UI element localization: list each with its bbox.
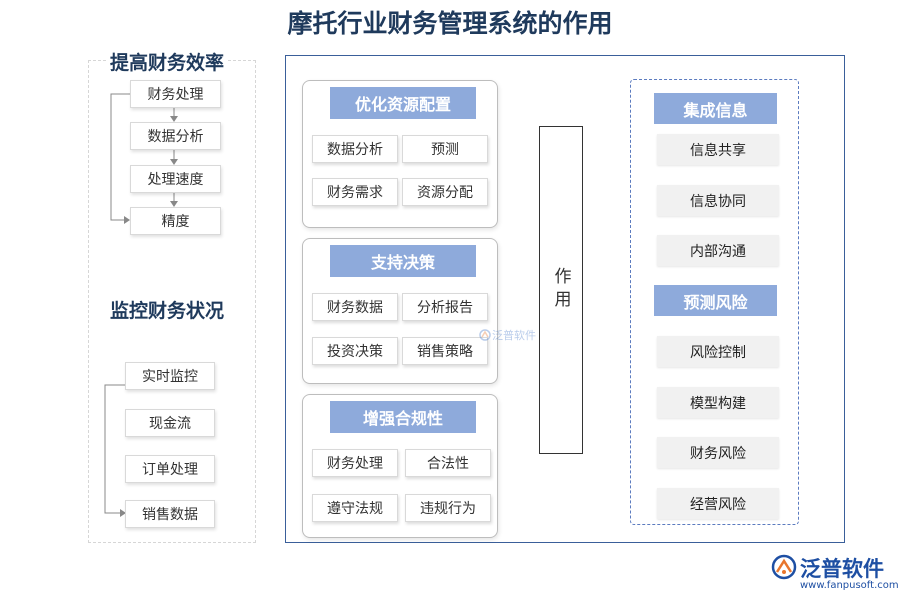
group-resource-cell: 预测 — [402, 135, 488, 163]
monitor-item-realtime: 实时监控 — [125, 362, 215, 390]
page-title: 摩托行业财务管理系统的作用 — [287, 9, 613, 38]
group-compliance-cell: 财务处理 — [312, 449, 398, 477]
group-resource-title: 优化资源配置 — [330, 87, 476, 119]
integration-title: 集成信息 — [654, 93, 777, 124]
group-decision-cell: 投资决策 — [312, 337, 398, 365]
efficiency-title: 提高财务效率 — [106, 48, 229, 75]
efficiency-item-processing: 财务处理 — [130, 80, 221, 108]
group-compliance-cell: 遵守法规 — [312, 494, 398, 522]
integration-item: 信息共享 — [657, 134, 779, 165]
group-decision-cell: 分析报告 — [402, 293, 488, 321]
group-resource-cell: 财务需求 — [312, 178, 398, 206]
group-decision-cell: 财务数据 — [312, 293, 398, 321]
risk-item: 经营风险 — [657, 488, 779, 519]
main-frame — [285, 55, 845, 543]
efficiency-item-analysis: 数据分析 — [130, 122, 221, 150]
group-compliance-title: 增强合规性 — [330, 401, 476, 433]
group-resource: 优化资源配置 数据分析 预测 财务需求 资源分配 — [302, 80, 498, 228]
brand-url: www.fanpusoft.com — [800, 580, 899, 591]
efficiency-item-speed: 处理速度 — [130, 165, 221, 193]
monitor-item-orders: 订单处理 — [125, 455, 215, 483]
group-decision: 支持决策 财务数据 分析报告 投资决策 销售策略 — [302, 238, 498, 384]
risk-item: 财务风险 — [657, 437, 779, 468]
efficiency-item-precision: 精度 — [130, 207, 221, 235]
group-decision-title: 支持决策 — [330, 245, 476, 277]
group-compliance: 增强合规性 财务处理 合法性 遵守法规 违规行为 — [302, 394, 498, 538]
group-compliance-cell: 违规行为 — [405, 494, 491, 522]
watermark-text: 泛普软件 — [492, 329, 536, 342]
brand-name: 泛普软件 — [800, 557, 884, 581]
group-compliance-cell: 合法性 — [405, 449, 491, 477]
watermark: 泛普软件 — [478, 327, 548, 347]
group-resource-cell: 资源分配 — [402, 178, 488, 206]
risk-title: 预测风险 — [654, 285, 777, 316]
brand-logo-icon — [771, 554, 797, 580]
group-decision-cell: 销售策略 — [402, 337, 488, 365]
monitor-item-cashflow: 现金流 — [125, 409, 215, 437]
risk-item: 风险控制 — [657, 336, 779, 367]
monitor-item-sales: 销售数据 — [125, 500, 215, 528]
right-panel — [630, 79, 799, 525]
monitor-title: 监控财务状况 — [106, 296, 229, 323]
group-resource-cell: 数据分析 — [312, 135, 398, 163]
integration-item: 内部沟通 — [657, 235, 779, 266]
brand-logo: 泛普软件 www.fanpusoft.com — [770, 553, 899, 597]
risk-item: 模型构建 — [657, 387, 779, 418]
center-label: 作用 — [550, 267, 571, 313]
center-box: 作用 — [539, 126, 583, 454]
watermark-logo-icon — [479, 329, 491, 341]
integration-item: 信息协同 — [657, 185, 779, 216]
